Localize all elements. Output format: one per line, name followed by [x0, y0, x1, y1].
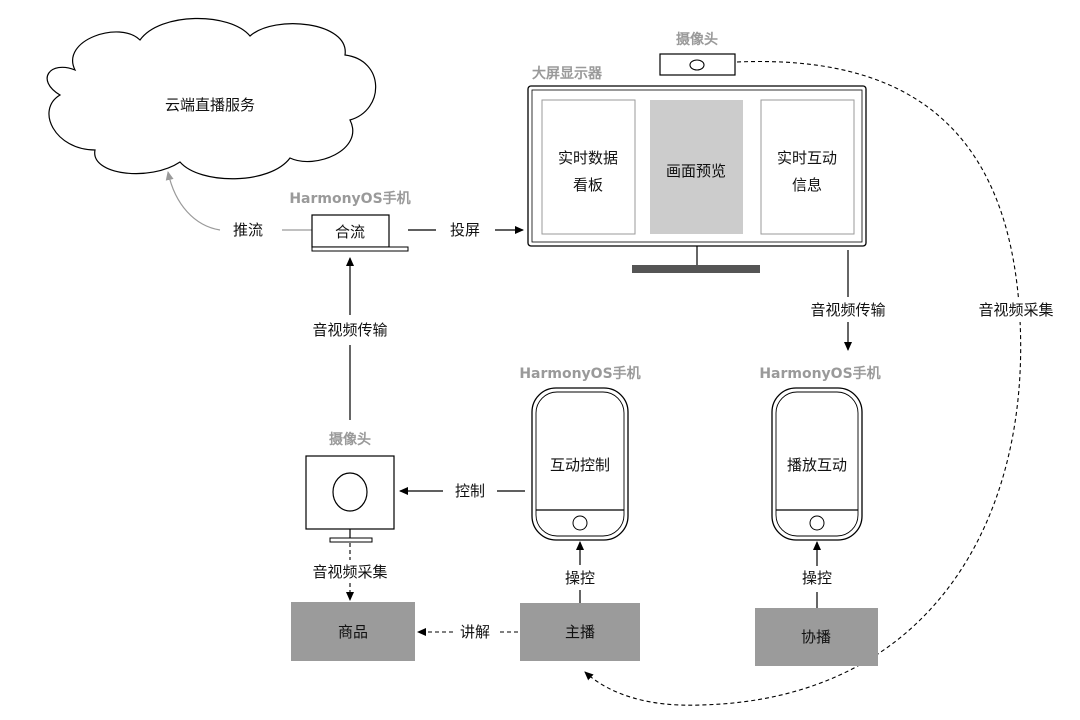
av-transfer-right-label: 音视频传输 — [810, 301, 885, 319]
display-title: 大屏显示器 — [532, 65, 603, 82]
top-camera-lens-icon — [689, 59, 705, 71]
panel-realtime-interaction-line1: 实时互动 — [777, 149, 837, 167]
big-screen-display: 大屏显示器 实时数据 看板 画面预览 实时互动 信息 — [527, 65, 867, 273]
node-host: 主播 — [520, 603, 640, 661]
top-camera-title: 摄像头 — [676, 31, 718, 48]
panel-realtime-data — [541, 99, 636, 235]
panel-realtime-data-line2: 看板 — [573, 176, 603, 194]
cast-edge: 投屏 — [408, 221, 524, 239]
cast-label: 投屏 — [450, 221, 480, 239]
cloud-service: 云端直播服务 — [46, 17, 377, 180]
av-transfer-right-edge: 音视频传输 — [810, 250, 886, 351]
node-cohost: 协播 — [755, 608, 878, 666]
product-label: 商品 — [338, 623, 368, 641]
operate-host-edge: 操控 — [565, 541, 595, 603]
cohost-phone-screen-label: 播放互动 — [787, 456, 847, 474]
explain-label: 讲解 — [460, 623, 490, 641]
display-base — [632, 265, 760, 273]
operate-cohost-label: 操控 — [802, 569, 832, 587]
av-capture-bottom-edge: 音视频采集 — [312, 543, 388, 601]
cohost-phone-home-icon — [809, 515, 825, 531]
panel-realtime-interaction — [760, 99, 855, 235]
cloud-label: 云端直播服务 — [165, 96, 255, 114]
panel-realtime-interaction-line2: 信息 — [792, 176, 822, 194]
panel-realtime-data-line1: 实时数据 — [558, 149, 618, 167]
host-phone-body — [531, 387, 629, 541]
control-edge: 控制 — [399, 482, 525, 500]
operate-cohost-edge: 操控 — [802, 541, 832, 608]
cohost-phone: HarmonyOS手机 播放互动 — [759, 365, 881, 541]
mixer-box — [311, 214, 390, 248]
cohost-phone-title: HarmonyOS手机 — [759, 365, 880, 382]
bottom-camera-lens-icon — [332, 472, 368, 512]
control-label: 控制 — [455, 482, 485, 500]
mixer-phone: HarmonyOS手机 合流 — [289, 190, 411, 252]
av-capture-curve: 音视频采集 — [584, 60, 1068, 706]
mixer-phone-title: HarmonyOS手机 — [289, 190, 410, 207]
av-capture-bottom-label: 音视频采集 — [312, 563, 387, 581]
cohost-phone-body — [771, 387, 863, 541]
host-label: 主播 — [565, 623, 595, 641]
cohost-label: 协播 — [801, 628, 831, 646]
node-product: 商品 — [291, 602, 415, 661]
av-transfer-left-label: 音视频传输 — [312, 321, 387, 339]
host-phone-home-icon — [572, 515, 588, 531]
operate-host-label: 操控 — [565, 569, 595, 587]
product-box — [291, 602, 415, 661]
av-capture-right-label: 音视频采集 — [978, 301, 1053, 319]
explain-edge: 讲解 — [417, 623, 518, 641]
bottom-camera-title: 摄像头 — [329, 431, 371, 448]
top-camera: 摄像头 — [659, 31, 736, 76]
mixer-label: 合流 — [335, 223, 365, 241]
host-box — [520, 603, 640, 661]
mixer-box-base — [311, 246, 409, 252]
cohost-box — [755, 608, 878, 666]
host-phone-screen-label: 互动控制 — [550, 456, 610, 474]
host-phone-title: HarmonyOS手机 — [519, 365, 640, 382]
push-edge: 推流 — [165, 171, 312, 239]
push-label: 推流 — [233, 221, 263, 239]
host-phone: HarmonyOS手机 互动控制 — [519, 365, 641, 541]
av-transfer-left-edge: 音视频传输 — [312, 257, 388, 420]
panel-preview-label: 画面预览 — [666, 162, 726, 180]
bottom-camera: 摄像头 — [305, 431, 395, 543]
panel-preview — [650, 100, 743, 234]
